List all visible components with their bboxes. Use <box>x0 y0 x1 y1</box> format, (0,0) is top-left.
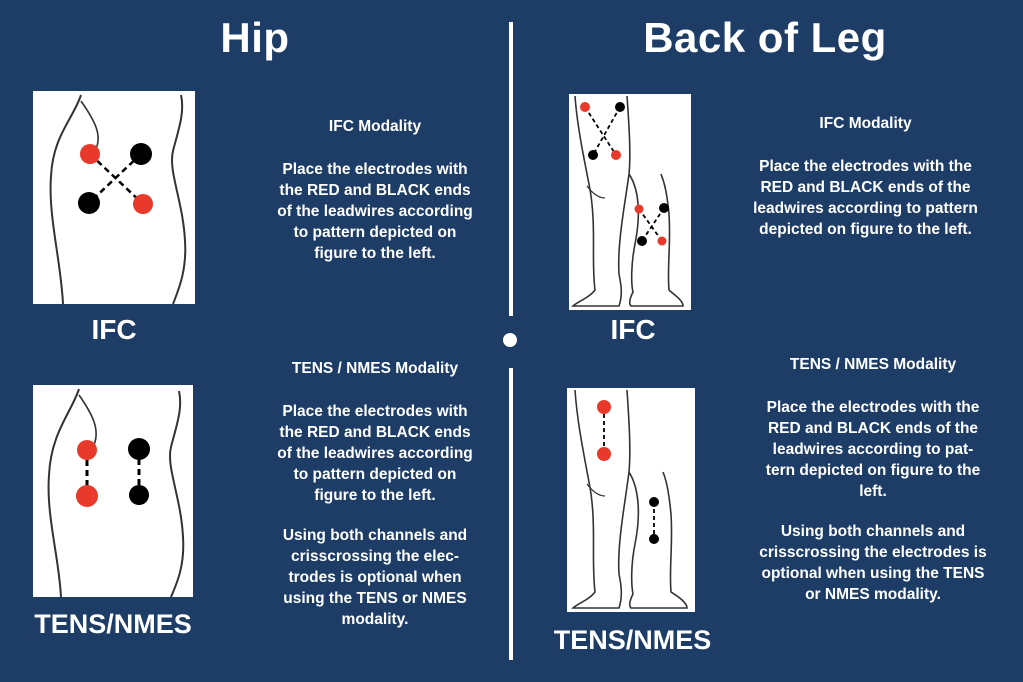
leg-tens-note-line: optional when using the TENS <box>761 565 985 582</box>
leg-ifc-instructions: IFC Modality Place the electrodes with t… <box>723 113 1008 240</box>
black-electrode <box>588 150 598 160</box>
hip-ifc-line: the RED and BLACK ends <box>279 182 471 199</box>
leg-ifc-heading: IFC Modality <box>819 115 912 132</box>
hip-ifc-line: of the leadwires according <box>277 203 473 220</box>
hip-ifc-heading: IFC Modality <box>328 118 422 135</box>
black-electrode <box>78 192 100 214</box>
black-electrode <box>615 102 625 112</box>
red-electrode <box>597 400 611 414</box>
red-electrode <box>76 485 98 507</box>
leg-ifc-figure <box>569 94 691 310</box>
hip-ifc-label: IFC <box>91 314 137 345</box>
leg-ifc-lead-4 <box>641 207 665 242</box>
red-electrode <box>611 150 621 160</box>
leg-ifc-line: depicted on figure to the left. <box>759 221 972 238</box>
hip-ifc-lead-2 <box>88 153 142 204</box>
hip-tens-heading: TENS / NMES Modality <box>291 360 459 377</box>
leg-tens-heading: TENS / NMES Modality <box>789 356 957 373</box>
red-electrode <box>634 204 644 214</box>
leg-ifc-line: RED and BLACK ends of the <box>760 179 971 196</box>
hip-tens-line: the RED and BLACK ends <box>279 424 471 441</box>
leg-tens-note-line: or NMES modality. <box>805 586 941 603</box>
leg-tens-line: leadwires according to pat- <box>772 441 974 458</box>
hip-tens-note-line: trodes is optional when <box>288 569 462 586</box>
leg-ifc-line: leadwires according to pattern <box>753 200 978 217</box>
hip-ifc-line: Place the electrodes with <box>282 161 468 178</box>
hip-tens-instructions: TENS / NMES Modality Place the electrode… <box>245 358 505 630</box>
hip-tens-line: Place the electrodes with <box>282 403 468 420</box>
black-electrode <box>128 438 150 460</box>
black-electrode <box>130 143 152 165</box>
leg-tens-line: Place the electrodes with the <box>766 399 980 416</box>
hip-tens-label: TENS/NMES <box>34 609 192 639</box>
hip-tens-note-line: Using both channels and <box>282 527 468 544</box>
leg-tens-note-line: Using both channels and <box>780 523 966 540</box>
red-electrode <box>580 102 590 112</box>
black-electrode <box>129 485 149 505</box>
hip-ifc-illustration <box>49 94 187 304</box>
hip-tens-illustration <box>47 388 185 597</box>
hip-title: Hip <box>220 14 290 61</box>
black-electrode <box>649 497 659 507</box>
black-electrode <box>637 236 647 246</box>
leg-tens-figure <box>567 388 695 612</box>
hip-ifc-figure <box>33 91 195 304</box>
divider-top <box>509 22 513 316</box>
leg-ifc-label: IFC <box>610 314 656 345</box>
leg-tens-label: TENS/NMES <box>553 625 712 655</box>
red-electrode <box>597 447 611 461</box>
hip-tens-line: to pattern depicted on <box>293 466 457 483</box>
leg-tens-instructions: TENS / NMES Modality Place the electrode… <box>728 354 1018 605</box>
hip-tens-note-line: crisscrossing the elec- <box>291 548 459 565</box>
leg-tens-note-line: crisscrossing the electrodes is <box>759 544 987 561</box>
red-electrode <box>133 194 153 214</box>
leg-ifc-lead-2 <box>592 106 621 156</box>
black-electrode <box>649 534 659 544</box>
leg-ifc-lead-1 <box>584 106 617 156</box>
hip-tens-line: figure to the left. <box>314 487 436 504</box>
hip-tens-figure <box>33 385 193 597</box>
divider-dot <box>503 333 517 347</box>
leg-tens-line: left. <box>859 483 887 500</box>
hip-ifc-line: figure to the left. <box>314 245 436 262</box>
divider-bottom <box>509 368 513 660</box>
leg-ifc-line: Place the electrodes with the <box>759 158 972 175</box>
leg-ifc-illustration <box>571 95 684 307</box>
leg-tens-line: tern depicted on figure to the <box>765 462 981 479</box>
hip-ifc-instructions: IFC Modality Place the electrodes with t… <box>245 116 505 264</box>
leg-tens-line: RED and BLACK ends of the <box>767 420 979 437</box>
hip-tens-line: of the leadwires according <box>277 445 473 462</box>
hip-tens-note-line: using the TENS or NMES <box>283 590 467 607</box>
red-electrode <box>77 440 97 460</box>
back-of-leg-title: Back of Leg <box>643 14 887 61</box>
red-electrode <box>80 144 100 164</box>
hip-ifc-line: to pattern depicted on <box>293 224 457 241</box>
red-electrode <box>657 236 667 246</box>
hip-tens-note-line: modality. <box>341 611 409 628</box>
hip-ifc-lead-1 <box>89 153 144 205</box>
leg-tens-illustration <box>571 389 688 609</box>
black-electrode <box>659 203 669 213</box>
